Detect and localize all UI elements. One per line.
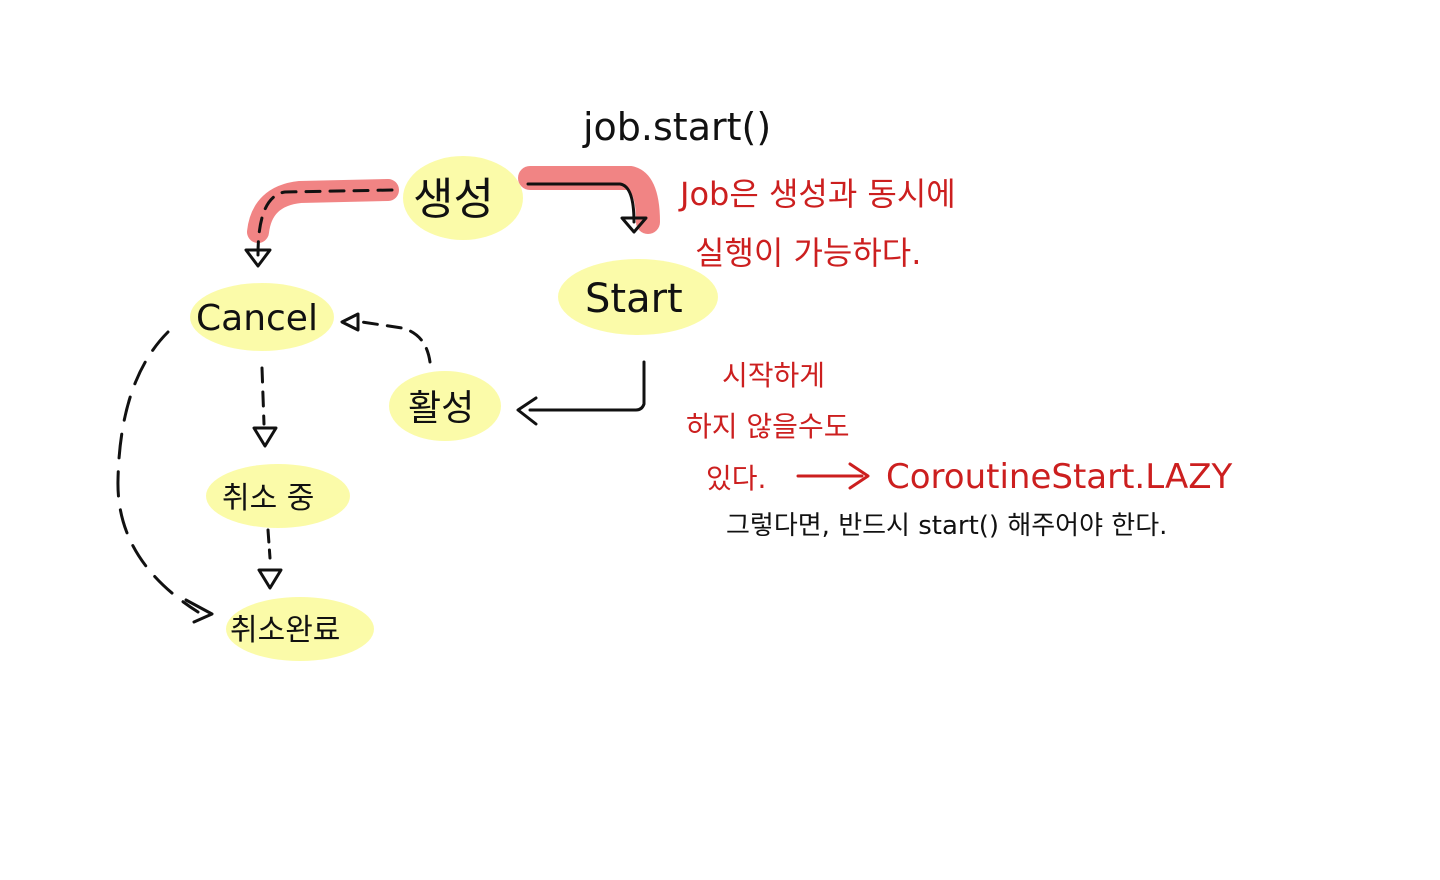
pink-stroke-left <box>247 179 399 243</box>
arrow-cancel-to-cancelled <box>116 330 200 614</box>
arrowhead-active-to-cancel <box>340 312 360 332</box>
note2-line1: 시작하게 <box>722 359 825 392</box>
arrowhead-cancel-to-cancelling <box>252 426 278 448</box>
state-start: Start <box>585 276 683 322</box>
arrowhead-created-to-cancel <box>244 248 272 268</box>
note2-line2: 하지 않을수도 <box>686 410 849 443</box>
highlight-cancel <box>190 283 334 351</box>
highlight-cancelling <box>206 464 350 528</box>
arrow-start-to-active <box>528 360 646 412</box>
state-cancelling: 취소 중 <box>222 481 314 516</box>
arrow-created-to-start <box>526 182 636 224</box>
state-active: 활성 <box>408 388 474 429</box>
note1-line1: Job은 생성과 동시에 <box>678 175 956 213</box>
arrows <box>116 182 870 624</box>
label-job-start: job.start() <box>582 105 771 149</box>
arrow-cancel-to-cancelling <box>260 366 266 426</box>
arrowhead-cancel-to-cancelled <box>184 598 214 624</box>
note2-line3: 있다. <box>706 462 766 495</box>
highlights <box>190 156 718 661</box>
pink-stroke-right <box>518 166 660 234</box>
note3: 그렇다면, 반드시 start() 해주어야 한다. <box>726 511 1167 541</box>
state-cancelled: 취소완료 <box>230 613 340 648</box>
arrow-cancelling-to-cancelled <box>266 528 272 560</box>
state-labels: job.start() 생성 Start Cancel 활성 취소 중 취소완료 <box>196 105 771 648</box>
state-created: 생성 <box>413 174 494 225</box>
arrow-created-to-cancel <box>256 188 394 257</box>
note2-lazy: CoroutineStart.LAZY <box>886 457 1233 497</box>
highlight-start <box>558 259 718 335</box>
arrowhead-note-to-lazy <box>848 462 870 490</box>
note1-line2: 실행이 가능하다. <box>695 234 921 272</box>
state-cancel: Cancel <box>196 298 318 339</box>
highlight-created <box>403 156 523 240</box>
arrowhead-start-to-active <box>516 396 538 426</box>
notes: Job은 생성과 동시에 실행이 가능하다. 시작하게 하지 않을수도 있다. … <box>678 175 1233 541</box>
arrowhead-created-to-start <box>620 216 648 234</box>
highlight-active <box>389 371 501 441</box>
arrowhead-cancelling-to-cancelled <box>257 568 283 590</box>
highlight-cancelled <box>226 597 374 661</box>
arrow-active-to-cancel <box>360 320 432 364</box>
